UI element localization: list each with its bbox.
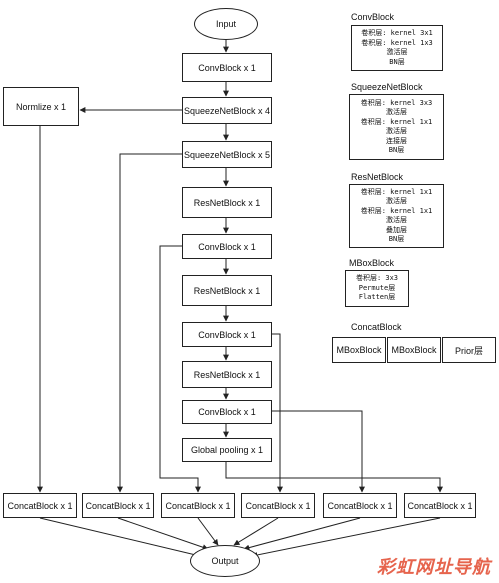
legend-convblock-line: 卷积层: kernel 1x3 [361, 38, 433, 47]
arrow-convblock4-to-concat5 [272, 410, 365, 493]
arrow-convblock2-to-concat3 [159, 245, 201, 493]
arrow-concat1-to-output [39, 517, 201, 558]
arrow-concat5-to-output [243, 517, 361, 551]
legend-squeezenet-title: SqueezeNetBlock [351, 82, 423, 92]
legend-mbox-title: MBoxBlock [349, 258, 395, 268]
legend-resnet-line: 卷积层: kernel 1x1 [360, 206, 433, 215]
legend-resnet-title: ResNetBlock [351, 172, 404, 182]
legend-convblock-line: BN层 [389, 57, 405, 66]
concat-node-2: ConcatBlock x 1 [82, 493, 154, 518]
legend-squeezenet-box: 卷积层: kernel 3x3 激活层 卷积层: kernel 1x1 激活层 … [349, 94, 444, 160]
convblock-node-1: ConvBlock x 1 [182, 53, 272, 82]
concat-node-4: ConcatBlock x 1 [241, 493, 315, 518]
legend-squeezenet-line: 连接层 [386, 136, 407, 145]
legend-mbox-box: 卷积层: 3x3 Permute层 Flatten层 [345, 270, 409, 307]
legend-convblock-line: 卷积层: kernel 3x1 [361, 29, 433, 37]
concat-node-1: ConcatBlock x 1 [3, 493, 77, 518]
arrow-global-to-concat6 [225, 462, 443, 493]
convblock-node-3: ConvBlock x 1 [182, 322, 272, 347]
global-pooling-node: Global pooling x 1 [182, 438, 272, 462]
legend-squeezenet-line: 卷积层: kernel 3x3 [360, 98, 433, 107]
arrow-concat2-to-output [117, 517, 209, 551]
arrow-convblock3-to-concat4 [272, 333, 283, 493]
convblock-node-4: ConvBlock x 1 [182, 400, 272, 424]
normalize-node: Normlize x 1 [3, 87, 79, 126]
arrow-concat3-to-output [197, 517, 219, 546]
legend-squeezenet-line: 激活层 [386, 108, 407, 116]
legend-mbox-line: Flatten层 [358, 293, 396, 302]
legend-squeezenet-line: 卷积层: kernel 1x1 [360, 117, 433, 126]
legend-convblock-line: 激活层 [386, 48, 408, 56]
legend-concat-title: ConcatBlock [351, 322, 402, 332]
legend-concat-cell-mbox: MBoxBlock [332, 337, 386, 363]
legend-concat-cell-mbox: MBoxBlock [387, 337, 441, 363]
resnet-node-1: ResNetBlock x 1 [182, 187, 272, 218]
concat-node-3: ConcatBlock x 1 [161, 493, 235, 518]
legend-resnet-line: 激活层 [386, 216, 407, 224]
arrow-squeeze5-to-concat2 [117, 153, 182, 493]
legend-resnet-line: 卷积层: kernel 1x1 [360, 187, 433, 196]
legend-resnet-line: BN层 [388, 235, 405, 243]
legend-squeezenet-line: 激活层 [386, 127, 407, 135]
legend-convblock-title: ConvBlock [351, 12, 395, 22]
squeezenet-node-5: SqueezeNetBlock x 5 [182, 141, 272, 168]
legend-concat-cell-prior: Prior层 [442, 337, 496, 363]
concat-node-5: ConcatBlock x 1 [323, 493, 397, 518]
output-node: Output [190, 545, 260, 577]
resnet-node-2: ResNetBlock x 1 [182, 275, 272, 306]
arrow-concat6-to-output [251, 517, 441, 558]
legend-mbox-line: 卷积层: 3x3 [355, 274, 399, 283]
watermark-text: 彩虹网址导航 [377, 557, 491, 577]
legend-resnet-line: 激活层 [386, 197, 407, 205]
input-node: Input [194, 8, 258, 40]
legend-resnet-box: 卷积层: kernel 1x1 激活层 卷积层: kernel 1x1 激活层 … [349, 184, 444, 248]
legend-convblock-box: 卷积层: kernel 3x1 卷积层: kernel 1x3 激活层 BN层 [351, 25, 443, 71]
squeezenet-node-4: SqueezeNetBlock x 4 [182, 97, 272, 124]
legend-mbox-line: Permute层 [358, 283, 396, 292]
resnet-node-3: ResNetBlock x 1 [182, 361, 272, 388]
convblock-node-2: ConvBlock x 1 [182, 234, 272, 259]
arrow-concat4-to-output [233, 517, 279, 546]
concat-node-6: ConcatBlock x 1 [404, 493, 476, 518]
legend-resnet-line: 叠加层 [386, 225, 407, 234]
legend-squeezenet-line: BN层 [388, 146, 405, 154]
